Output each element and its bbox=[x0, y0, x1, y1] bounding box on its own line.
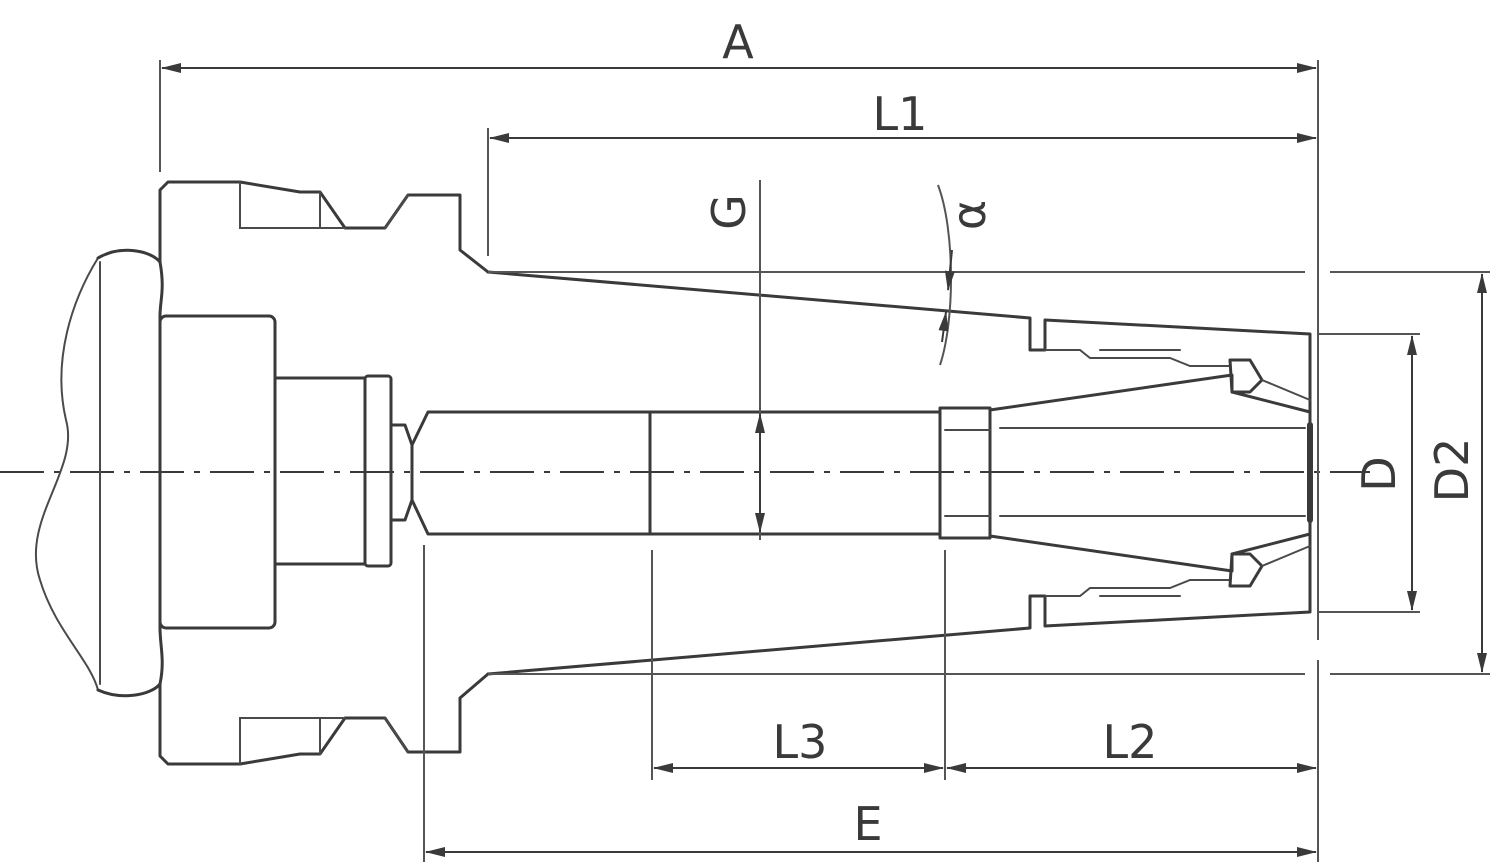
label-L1: L1 bbox=[873, 87, 928, 141]
dim-line-alpha bbox=[944, 249, 955, 291]
extension-lines bbox=[159, 60, 1490, 862]
collet-nut-lower bbox=[1044, 545, 1311, 597]
dim-line-alpha-2 bbox=[938, 311, 949, 343]
label-D2: D2 bbox=[1425, 438, 1479, 503]
flange-lower bbox=[158, 672, 490, 766]
label-G: G bbox=[702, 194, 756, 230]
label-A: A bbox=[722, 15, 754, 69]
shank-collar bbox=[938, 406, 992, 540]
label-L3: L3 bbox=[773, 715, 828, 769]
collet bbox=[988, 373, 1312, 573]
label-D: D bbox=[1352, 456, 1406, 491]
label-E: E bbox=[853, 797, 882, 851]
collet-nut-upper bbox=[1044, 349, 1311, 401]
flange-upper bbox=[158, 180, 490, 274]
label-alpha: α bbox=[942, 200, 996, 230]
label-L2: L2 bbox=[1103, 715, 1158, 769]
